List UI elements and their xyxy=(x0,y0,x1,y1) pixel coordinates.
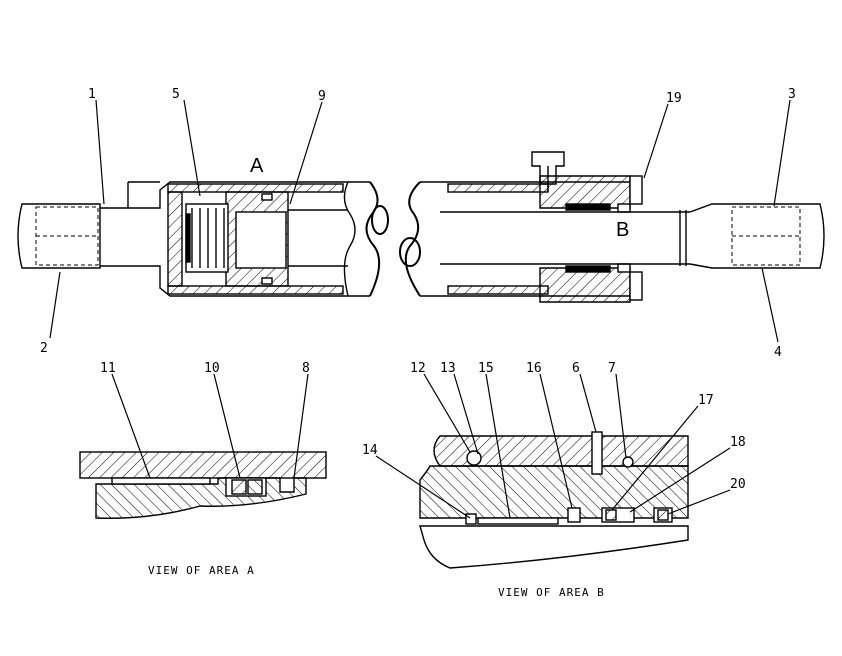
piston-nut-ridges xyxy=(191,208,225,268)
area-mark-b: B xyxy=(616,219,629,241)
callout-8: 8 xyxy=(302,361,310,376)
callout-17: 17 xyxy=(698,393,714,408)
detail-view-area-a xyxy=(79,451,327,519)
callout-19: 19 xyxy=(666,91,682,106)
callout-5: 5 xyxy=(172,87,180,102)
callout-6: 6 xyxy=(572,361,580,376)
callout-9: 9 xyxy=(318,89,326,104)
caption-view-area-a: VIEW OF AREA A xyxy=(148,564,255,577)
callout-13: 13 xyxy=(440,361,456,376)
callout-7: 7 xyxy=(608,361,616,376)
callout-18: 18 xyxy=(730,435,746,450)
area-b-leaders xyxy=(375,373,731,519)
callout-2: 2 xyxy=(40,341,48,356)
callout-16: 16 xyxy=(526,361,542,376)
area-a-leaders xyxy=(111,373,309,479)
callout-12: 12 xyxy=(410,361,426,376)
area-mark-a: A xyxy=(250,155,264,177)
callout-10: 10 xyxy=(204,361,220,376)
callout-14: 14 xyxy=(362,443,378,458)
cylinder-rod-end xyxy=(399,151,825,303)
detail-view-area-b xyxy=(419,431,689,569)
callout-11: 11 xyxy=(100,361,116,376)
callout-20: 20 xyxy=(730,477,746,492)
cylinder-head-end xyxy=(17,181,389,297)
main-leaders xyxy=(49,99,791,343)
callout-4: 4 xyxy=(774,345,782,360)
caption-view-area-b: VIEW OF AREA B xyxy=(498,586,605,599)
callout-15: 15 xyxy=(478,361,494,376)
callout-1: 1 xyxy=(88,87,96,102)
callout-3: 3 xyxy=(788,87,796,102)
